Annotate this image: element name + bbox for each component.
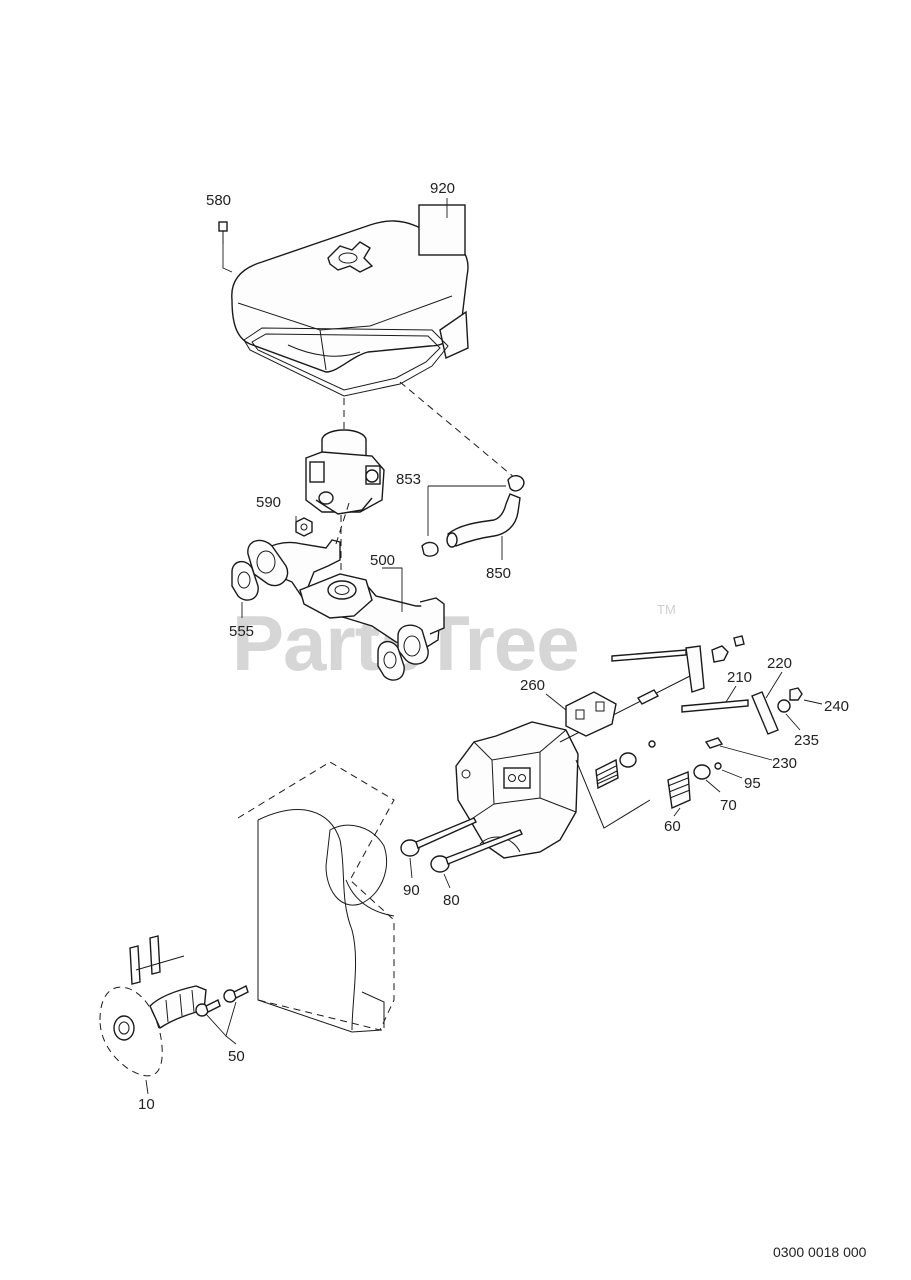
valve-80 (430, 829, 523, 873)
rocker-bracket-260 (565, 691, 617, 737)
camshaft-gear (99, 985, 207, 1077)
callout-850: 850 (486, 565, 511, 582)
callout-260: 260 (520, 677, 545, 694)
callout-95: 95 (744, 775, 761, 792)
tank-gasket (243, 327, 449, 397)
callout-230: 230 (772, 755, 797, 772)
pin-50-b (223, 985, 249, 1003)
pushrod-210 (681, 699, 749, 713)
callout-240: 240 (824, 698, 849, 715)
carburetor (305, 429, 385, 515)
gasket-555-right (377, 641, 405, 681)
callout-500: 500 (370, 552, 395, 569)
label-920 (418, 204, 466, 256)
callout-580: 580 (206, 192, 231, 209)
callout-10: 10 (138, 1096, 155, 1113)
callout-60: 60 (664, 818, 681, 835)
pushrod-upper (611, 635, 745, 693)
clamp-853-lower (421, 541, 439, 557)
callout-235: 235 (794, 732, 819, 749)
rocker-arm-220 (751, 691, 791, 735)
valve-spring-60 (667, 770, 691, 810)
callout-220: 220 (767, 655, 792, 672)
screw-580 (218, 221, 228, 244)
callout-80: 80 (443, 892, 460, 909)
valve-spring-a (595, 758, 619, 790)
callout-50: 50 (228, 1048, 245, 1065)
callout-555: 555 (229, 623, 254, 640)
pin-50-a (195, 999, 221, 1017)
callout-853: 853 (396, 471, 421, 488)
clamp-853-upper (507, 475, 525, 492)
callouts: 580 920 853 590 500 850 555 260 210 220 … (138, 180, 849, 1113)
valve-90 (400, 817, 477, 857)
gasket-555-left (231, 561, 259, 601)
intake-manifold (247, 539, 445, 665)
engine-block (237, 761, 395, 1033)
nut-240 (789, 687, 803, 701)
fuel-hose-850 (446, 493, 521, 548)
nut-590 (295, 517, 313, 537)
callout-70: 70 (720, 797, 737, 814)
document-number: 0300 0018 000 (773, 1244, 867, 1260)
callout-920: 920 (430, 180, 455, 197)
retainer-a (619, 752, 637, 768)
callout-590: 590 (256, 494, 281, 511)
rocker-stud-230 (636, 689, 724, 749)
tappets (129, 935, 185, 985)
cylinder-head (455, 721, 579, 859)
keeper-95 (714, 762, 722, 770)
watermark-tm: TM (657, 602, 676, 617)
callout-210: 210 (727, 669, 752, 686)
retainer-70 (693, 764, 711, 780)
callout-90: 90 (403, 882, 420, 899)
leader-lines (145, 198, 823, 1095)
